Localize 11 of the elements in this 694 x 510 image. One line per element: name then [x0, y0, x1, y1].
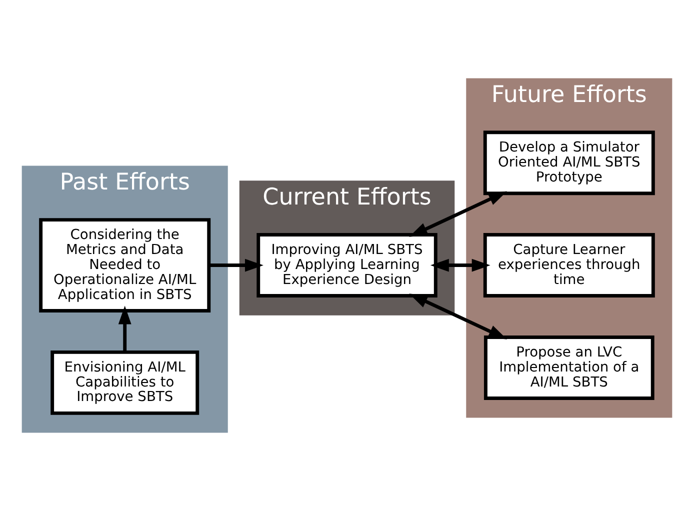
node-box: Develop a Simulator Oriented AI/ML SBTS Prototype: [483, 130, 655, 195]
arrow: [430, 258, 490, 272]
arrow: [409, 293, 508, 339]
arrow: [409, 190, 508, 236]
arrow: [209, 258, 264, 272]
node-box: Improving AI/ML SBTS by Applying Learning Experience Design: [256, 232, 438, 298]
arrow: [118, 305, 132, 352]
node-box: Propose an LVC Implementation of a AI/ML SBTS: [484, 335, 654, 400]
node-box: Capture Learner experiences through time: [483, 232, 655, 298]
node-box: Considering the Metrics and Data Needed to Operationalize AI/ML Application in SBTS: [39, 218, 211, 312]
node-box: Envisioning AI/ML Capabilities to Improve SBTS: [50, 350, 200, 414]
